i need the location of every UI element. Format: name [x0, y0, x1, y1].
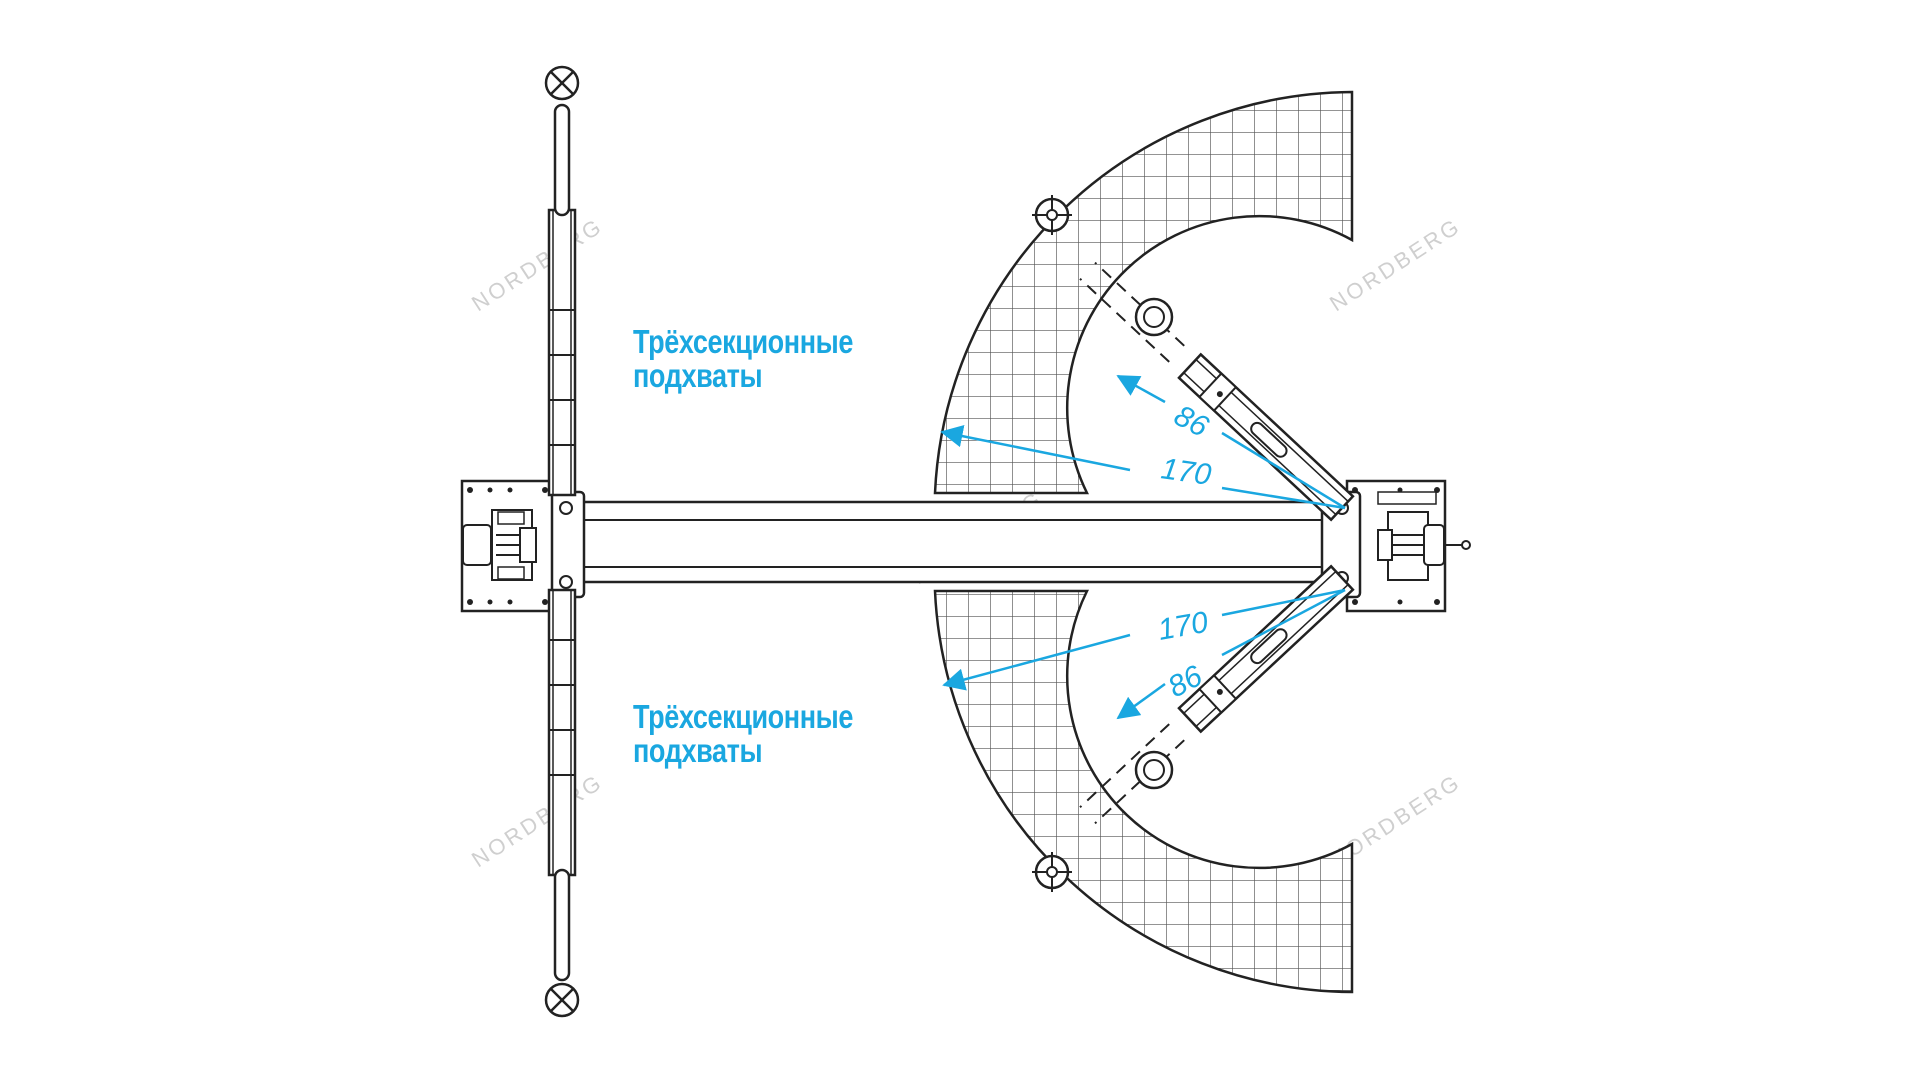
lower-arms-label-line1: Трёхсекционные: [633, 698, 854, 735]
watermark-text: NORDBERG: [467, 769, 607, 872]
upper-swing-area: [933, 90, 1354, 495]
left-lower-arm: [547, 588, 577, 982]
upper-arms-label: Трёхсекционные подхваты: [633, 325, 853, 393]
watermark-text: NORDBERG: [467, 213, 607, 316]
dim-line-upper-short: [1116, 374, 1166, 404]
right-lower-arm: [1079, 564, 1355, 825]
lower-swing-area: [933, 589, 1354, 994]
upper-arms-label-line1: Трёхсекционные: [633, 323, 854, 360]
left-upper-pad: [544, 65, 580, 101]
dim-line-upper-short-tail: [1221, 431, 1346, 510]
right-upper-arm: [1079, 261, 1355, 522]
left-lower-pad: [544, 982, 580, 1018]
dim-label-lower-long: 170: [1155, 606, 1210, 647]
dimension-lines: [940, 374, 1346, 720]
dim-line-upper-long: [940, 425, 1131, 472]
right-upper-pad: [1032, 195, 1072, 235]
upper-arms-label-line2: подхваты: [633, 357, 763, 394]
right-lower-joint: [1134, 750, 1174, 790]
lower-arms-label-line2: подхваты: [633, 732, 763, 769]
dim-line-upper-long-tail: [1221, 486, 1346, 510]
left-post: [460, 479, 586, 613]
crossbeam: [573, 500, 1347, 584]
dim-label-upper-long: 170: [1159, 452, 1213, 492]
right-lower-pad: [1032, 852, 1072, 892]
dim-line-lower-long: [942, 633, 1131, 691]
right-post: [1320, 479, 1471, 613]
right-upper-joint: [1134, 297, 1174, 337]
dim-line-lower-short: [1116, 682, 1166, 720]
left-upper-arm: [547, 103, 577, 497]
dim-line-lower-long-tail: [1221, 588, 1346, 617]
lower-arms-label: Трёхсекционные подхваты: [633, 700, 853, 768]
dim-line-lower-short-tail: [1221, 588, 1346, 657]
